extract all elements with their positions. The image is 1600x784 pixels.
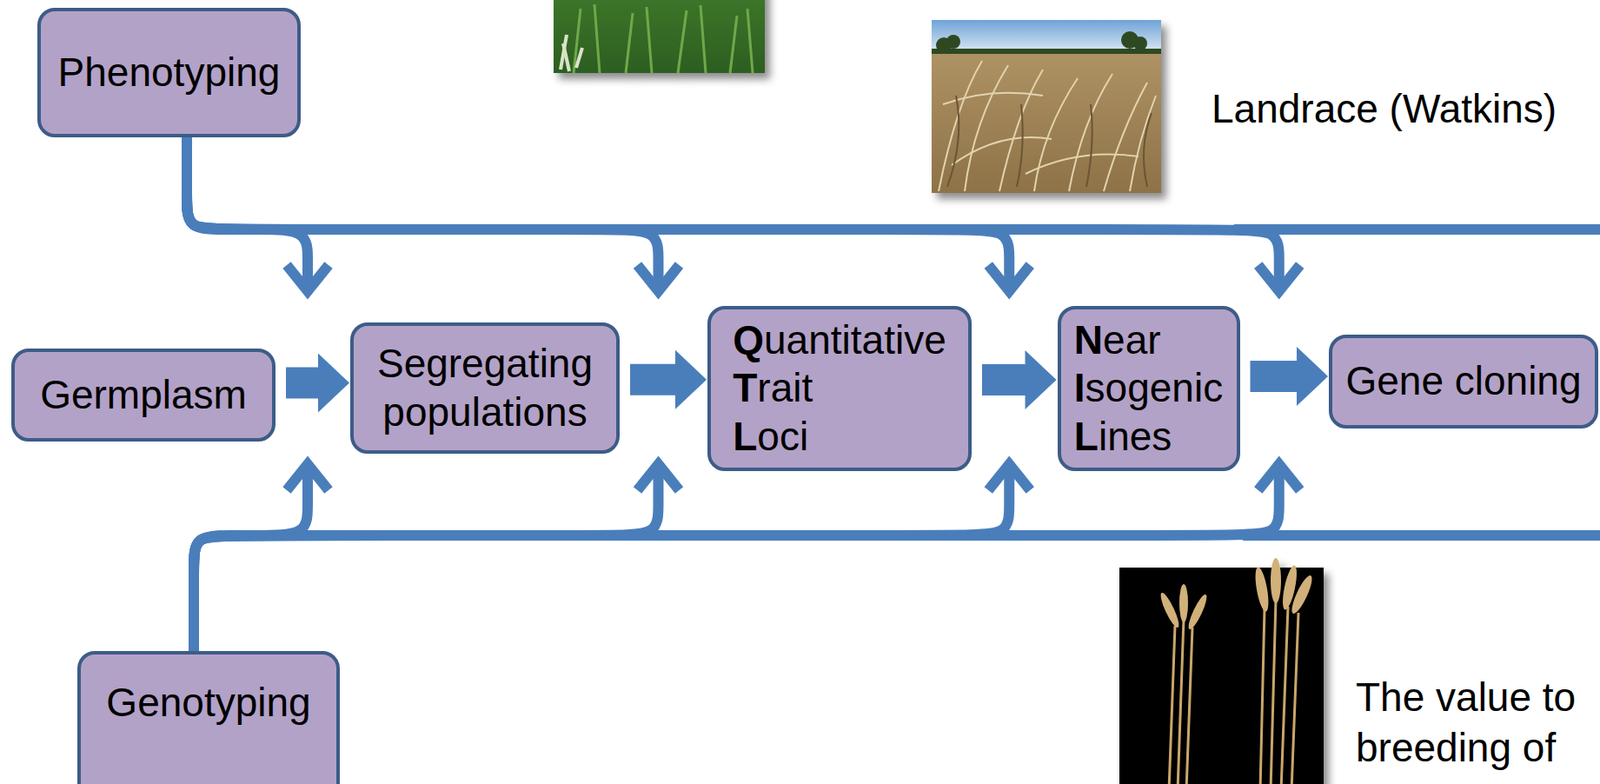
arrow-head xyxy=(637,464,680,491)
process-box: Near Isogenic Lines xyxy=(1057,305,1241,472)
flow-arrow xyxy=(1250,346,1329,406)
block-arrow xyxy=(982,350,1057,410)
box-label: Quantitative Trait Loci xyxy=(732,316,946,461)
bus-connector xyxy=(186,137,1280,285)
box-label: Gene cloning xyxy=(1345,357,1581,405)
arrow-head xyxy=(286,265,329,292)
arrow-head xyxy=(637,265,680,292)
flow-arrow xyxy=(186,137,1301,292)
flow-arrow xyxy=(193,464,1030,651)
arrow-head xyxy=(1258,464,1301,491)
arrow-head xyxy=(988,265,1030,292)
annotation-text: Landrace (Watkins) xyxy=(1211,84,1557,135)
landrace-photo xyxy=(931,19,1162,193)
block-arrow xyxy=(1250,346,1329,406)
flow-arrow xyxy=(186,137,1030,292)
bus-connector xyxy=(193,471,1010,651)
process-box: Phenotyping xyxy=(37,7,301,138)
annotation-text: The value to breeding of xyxy=(1355,672,1591,773)
box-label: Germplasm xyxy=(39,371,247,419)
flow-arrow xyxy=(186,137,329,292)
bus-connector xyxy=(193,471,308,651)
wheat-ears-photo xyxy=(1119,557,1324,784)
bus-connector xyxy=(186,137,659,285)
flow-arrow xyxy=(193,464,1301,651)
process-box: Genotyping xyxy=(77,650,340,784)
bus-connector xyxy=(186,137,308,285)
bus-line xyxy=(1242,530,1600,541)
block-arrow xyxy=(285,353,350,413)
process-box: Gene cloning xyxy=(1328,334,1599,429)
box-label: Near Isogenic Lines xyxy=(1074,316,1223,461)
arrow-head xyxy=(988,464,1030,491)
process-box: Segregating populations xyxy=(350,322,620,454)
flow-arrow xyxy=(193,464,680,651)
process-box: Quantitative Trait Loci xyxy=(707,305,972,472)
bus-connector xyxy=(186,137,1010,285)
bus-line xyxy=(1234,224,1600,235)
box-label: Segregating populations xyxy=(364,339,606,436)
flow-arrow xyxy=(285,353,350,413)
bus-connector xyxy=(193,471,659,651)
flow-arrow xyxy=(186,137,680,292)
arrow-head xyxy=(1258,265,1301,292)
block-arrow xyxy=(630,350,707,410)
flow-arrow xyxy=(982,350,1057,410)
box-label: Phenotyping xyxy=(58,48,281,97)
flow-arrow xyxy=(193,464,329,651)
bus-connector xyxy=(193,471,1280,651)
arrow-head xyxy=(286,464,329,491)
box-label: Genotyping xyxy=(106,678,311,727)
flow-arrow xyxy=(630,350,707,410)
process-box: Germplasm xyxy=(11,348,276,442)
crop-photo xyxy=(553,0,765,74)
